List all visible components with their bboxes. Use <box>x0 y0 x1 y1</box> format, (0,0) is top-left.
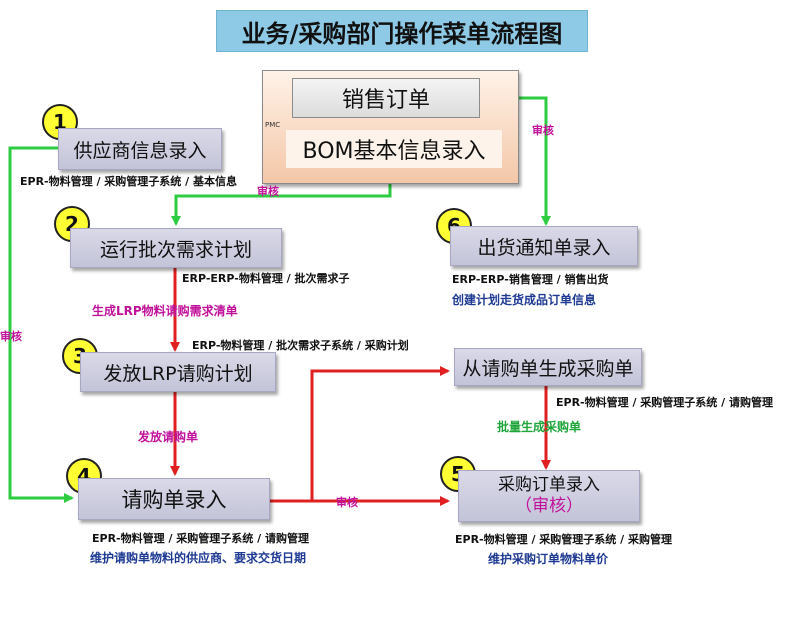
arrow-bom-to-batch <box>171 182 392 226</box>
lrp-issue-box[interactable]: 发放LRP请购计划 <box>80 352 276 392</box>
po-entry-box[interactable]: 采购订单录入 （审核） <box>458 470 640 522</box>
bom-entry-box[interactable]: BOM基本信息录入 <box>286 130 502 168</box>
edge-label-issue-pr: 发放请购单 <box>138 430 199 444</box>
pmc-label: PMC <box>265 121 281 129</box>
lrp-issue-path: ERP-物料管理 / 批次需求子系统 / 采购计划 <box>192 339 409 352</box>
edge-label-audit-bom: 审核 <box>257 185 279 198</box>
pr-entry-box[interactable]: 请购单录入 <box>78 478 270 520</box>
supplier-entry-box[interactable]: 供应商信息录入 <box>58 128 222 170</box>
page-title: 业务/采购部门操作菜单流程图 <box>216 10 588 52</box>
edge-label-gen-lrp: 生成LRP物料请购需求清单 <box>92 304 238 318</box>
pr-entry-note: 维护请购单物料的供应商、要求交货日期 <box>90 551 307 565</box>
arrow-supplier-to-pr <box>8 146 74 503</box>
gen-po-action-label: 批量生成采购单 <box>497 420 582 434</box>
batch-plan-box[interactable]: 运行批次需求计划 <box>70 228 282 268</box>
edge-label-audit-left: 审核 <box>0 330 22 343</box>
sales-order-box[interactable]: 销售订单 <box>292 78 480 118</box>
pr-entry-path: EPR-物料管理 / 采购管理子系统 / 请购管理 <box>92 532 309 545</box>
po-entry-note: 维护采购订单物料单价 <box>488 552 609 566</box>
supplier-entry-path: EPR-物料管理 / 采购管理子系统 / 基本信息 <box>20 175 237 188</box>
gen-po-path: EPR-物料管理 / 采购管理子系统 / 请购管理 <box>556 396 773 409</box>
edge-label-audit-po: 审核 <box>336 496 358 509</box>
gen-po-box[interactable]: 从请购单生成采购单 <box>454 348 642 386</box>
shipment-notice-path: ERP-ERP-销售管理 / 销售出货 <box>452 273 609 286</box>
batch-plan-path: ERP-ERP-物料管理 / 批次需求子 <box>182 272 350 285</box>
edge-label-audit-order: 审核 <box>532 124 554 137</box>
arrow-pr-to-genpo <box>310 366 450 501</box>
po-entry-path: EPR-物料管理 / 采购管理子系统 / 采购管理 <box>455 533 672 546</box>
po-entry-sublabel: （审核） <box>515 496 583 516</box>
shipment-notice-box[interactable]: 出货通知单录入 <box>450 226 638 266</box>
shipment-notice-note: 创建计划走货成品订单信息 <box>452 293 597 307</box>
po-entry-label: 采购订单录入 <box>498 475 600 495</box>
